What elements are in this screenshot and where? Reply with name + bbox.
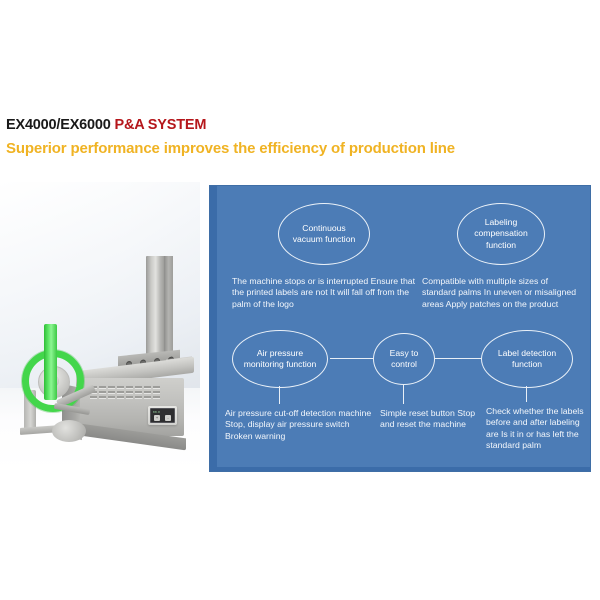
node-continuous-vacuum-function[interactable]: Continuous vacuum function — [278, 203, 370, 265]
panel-bottom-accent-bar — [210, 467, 590, 471]
connector-airpressure-to-note — [279, 386, 281, 404]
page-subtitle: Superior performance improves the effici… — [6, 140, 455, 157]
system-name: P&A SYSTEM — [114, 117, 207, 133]
display-readout: 88.8 — [153, 410, 161, 414]
drive-roller — [52, 420, 86, 442]
note-label-detection: Check whether the labels before and afte… — [486, 406, 584, 451]
node-labeling-compensation-function[interactable]: Labeling compensation function — [457, 203, 545, 265]
green-label-web — [44, 324, 57, 400]
note-easy-to-control: Simple reset button Stop and reset the m… — [380, 408, 476, 430]
display-button-plus[interactable]: + — [154, 415, 160, 421]
note-air-pressure-monitoring: Air pressure cut-off detection machine S… — [225, 408, 372, 441]
note-labeling-compensation: Compatible with multiple sizes of standa… — [422, 276, 577, 309]
note-continuous-vacuum: The machine stops or is interrupted Ensu… — [232, 276, 416, 309]
node-label-detection-function[interactable]: Label detection function — [481, 330, 573, 388]
node-air-pressure-monitoring-function[interactable]: Air pressure monitoring function — [232, 330, 328, 388]
display-button-minus[interactable]: - — [165, 415, 171, 421]
machine-vertical-column — [146, 256, 169, 361]
connector-labeldetection-to-note — [526, 386, 528, 402]
product-photo: 88.8 + - — [0, 182, 200, 472]
node-easy-to-control[interactable]: Easy to control — [373, 333, 435, 385]
page-title: EX4000/EX6000 P&A SYSTEM — [6, 116, 586, 134]
feature-diagram-panel: Continuous vacuum function Labeling comp… — [209, 185, 591, 472]
heading-block: EX4000/EX6000 P&A SYSTEM Superior perfor… — [6, 116, 586, 158]
machine-column-edge — [164, 256, 173, 361]
machine-control-display[interactable]: 88.8 + - — [148, 406, 177, 425]
connector-easy-to-note — [403, 384, 405, 404]
panel-left-accent-bar — [210, 186, 217, 471]
machine-vent-grille — [90, 386, 162, 402]
labeling-machine-illustration: 88.8 + - — [18, 240, 198, 451]
connector-airpressure-to-easy — [330, 358, 374, 360]
display-screen: 88.8 + - — [150, 408, 175, 423]
product-model: EX4000/EX6000 — [6, 117, 111, 133]
connector-easy-to-labeldetection — [434, 358, 482, 360]
